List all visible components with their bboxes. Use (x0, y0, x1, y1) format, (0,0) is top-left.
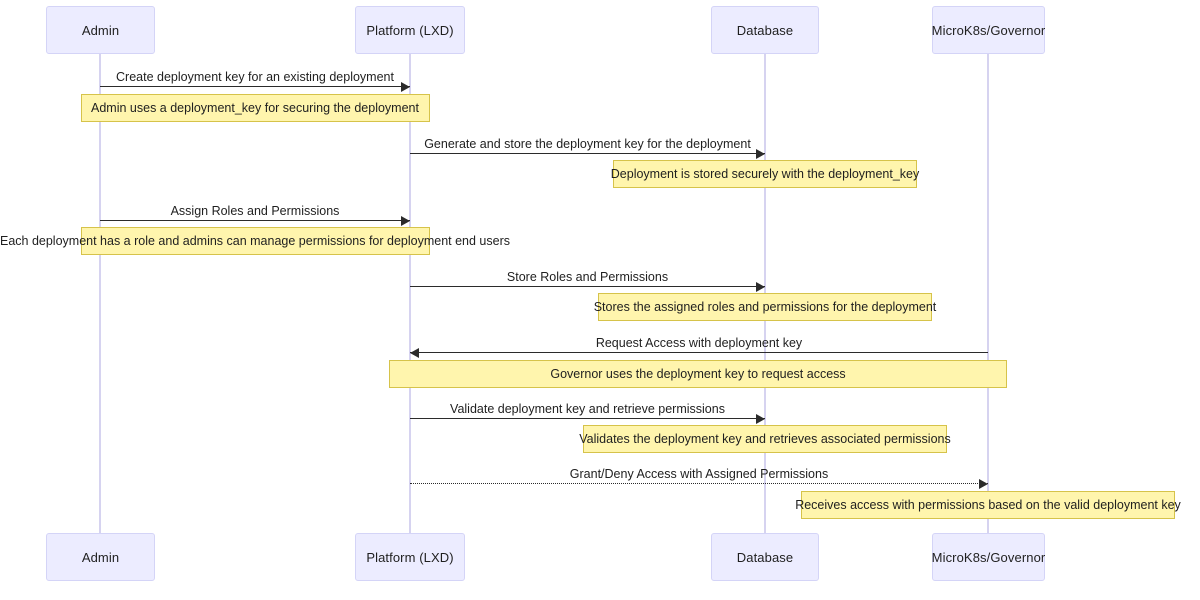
message-arrowhead-m4 (756, 282, 765, 292)
message-label-m5: Request Access with deployment key (595, 336, 803, 350)
note-box-n6 (583, 425, 947, 453)
lifeline-platform (409, 54, 411, 533)
note-box-n7 (801, 491, 1175, 519)
message-line-m7 (410, 483, 988, 484)
note-box-n5 (389, 360, 1007, 388)
note-box-n1 (81, 94, 430, 122)
lifeline-governor (987, 54, 989, 533)
note-box-n3 (81, 227, 430, 255)
actor-box-platform-bottom[interactable]: Platform (LXD) (355, 533, 465, 581)
message-arrowhead-m2 (756, 149, 765, 159)
note-box-n2 (613, 160, 917, 188)
message-line-m1 (100, 86, 410, 87)
message-label-m3: Assign Roles and Permissions (170, 204, 340, 218)
message-line-m6 (410, 418, 765, 419)
message-label-m2: Generate and store the deployment key fo… (424, 137, 751, 151)
message-arrowhead-m6 (756, 414, 765, 424)
actor-label-governor-top: MicroK8s/Governor (931, 22, 1046, 38)
actor-label-platform-bottom: Platform (LXD) (366, 549, 454, 565)
message-line-m4 (410, 286, 765, 287)
note-text-n1: Admin uses a deployment_key for securing… (91, 101, 419, 115)
actor-label-database-top: Database (736, 22, 794, 38)
actor-label-admin-top: Admin (81, 22, 120, 38)
actor-label-governor-bottom: MicroK8s/Governor (931, 549, 1046, 565)
note-text-n5: Governor uses the deployment key to requ… (550, 367, 846, 381)
actor-box-database-top[interactable]: Database (711, 6, 819, 54)
note-text-n3: Each deployment has a role and admins ca… (0, 234, 511, 248)
message-label-m1: Create deployment key for an existing de… (116, 70, 394, 84)
actor-label-platform-top: Platform (LXD) (366, 22, 454, 38)
message-line-m5 (410, 352, 988, 353)
actor-box-platform-top[interactable]: Platform (LXD) (355, 6, 465, 54)
message-label-m4: Store Roles and Permissions (506, 270, 669, 284)
note-text-n4: Stores the assigned roles and permission… (593, 300, 937, 314)
note-text-n6: Validates the deployment key and retriev… (579, 432, 951, 446)
message-label-m6: Validate deployment key and retrieve per… (450, 402, 725, 416)
actor-box-database-bottom[interactable]: Database (711, 533, 819, 581)
actor-box-admin-bottom[interactable]: Admin (46, 533, 155, 581)
note-box-n4 (598, 293, 932, 321)
actor-label-admin-bottom: Admin (81, 549, 120, 565)
message-label-m7: Grant/Deny Access with Assigned Permissi… (569, 467, 829, 481)
actor-box-admin-top[interactable]: Admin (46, 6, 155, 54)
actor-label-database-bottom: Database (736, 549, 794, 565)
note-text-n2: Deployment is stored securely with the d… (610, 167, 920, 181)
message-arrowhead-m3 (401, 216, 410, 226)
lifeline-admin (99, 54, 101, 533)
message-arrowhead-m7 (979, 479, 988, 489)
note-text-n7: Receives access with permissions based o… (795, 498, 1181, 512)
message-line-m2 (410, 153, 765, 154)
message-line-m3 (100, 220, 410, 221)
actor-box-governor-bottom[interactable]: MicroK8s/Governor (932, 533, 1045, 581)
message-arrowhead-m1 (401, 82, 410, 92)
actor-box-governor-top[interactable]: MicroK8s/Governor (932, 6, 1045, 54)
message-arrowhead-m5 (410, 348, 419, 358)
